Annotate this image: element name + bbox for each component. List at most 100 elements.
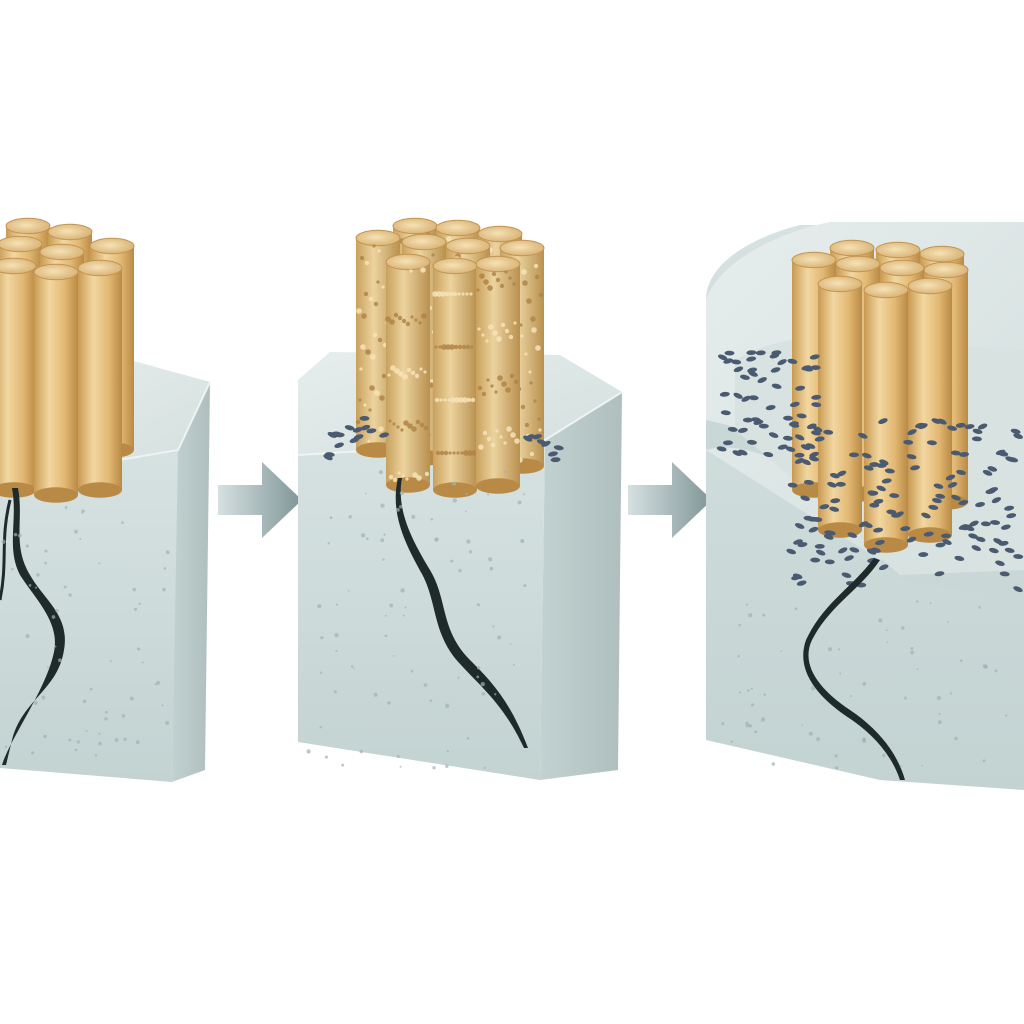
particle <box>869 502 880 508</box>
particle <box>812 517 823 522</box>
particle <box>719 391 730 397</box>
particle <box>990 520 1001 525</box>
particle <box>771 383 782 389</box>
particle <box>323 454 333 461</box>
particle <box>884 468 895 474</box>
particle <box>903 439 914 445</box>
particle <box>863 465 874 471</box>
concrete-pore <box>492 625 495 628</box>
concrete-pore <box>162 587 166 592</box>
particle <box>796 580 807 586</box>
concrete-pore <box>123 737 127 741</box>
particle <box>942 539 952 545</box>
particle <box>765 405 776 411</box>
concrete-pore <box>763 693 766 696</box>
particle <box>720 410 731 416</box>
particle <box>836 470 847 477</box>
concrete-pore <box>1005 714 1008 717</box>
particle <box>541 440 551 447</box>
concrete-pore <box>780 650 783 653</box>
concrete-pore <box>450 559 454 563</box>
concrete-pore <box>900 764 903 767</box>
particle <box>947 425 957 431</box>
concrete-pore <box>395 507 400 512</box>
concrete-pore <box>746 689 750 692</box>
particle <box>737 427 748 433</box>
concrete-pore <box>54 645 57 648</box>
particle <box>748 395 759 401</box>
particle <box>866 548 877 555</box>
particles-2 <box>323 416 564 463</box>
concrete-pore <box>748 613 753 618</box>
concrete-pore <box>154 683 157 686</box>
particle <box>849 452 860 458</box>
concrete-pore <box>74 529 78 534</box>
particle <box>921 512 931 519</box>
concrete-pore <box>903 696 908 700</box>
concrete-pore <box>916 668 919 671</box>
particle <box>858 521 869 528</box>
particle <box>758 423 769 429</box>
particle <box>810 557 821 563</box>
concrete-pore <box>816 737 821 742</box>
particle <box>359 416 370 421</box>
concrete-pore <box>828 647 833 652</box>
concrete-pore <box>333 690 337 694</box>
particle <box>873 527 884 533</box>
concrete-pore <box>320 636 324 640</box>
concrete-pore <box>938 713 941 716</box>
particle <box>841 572 852 578</box>
concrete-pore <box>960 659 963 662</box>
block-1-side-face <box>172 382 210 782</box>
concrete-pore <box>389 603 394 608</box>
panel-2 <box>297 217 623 780</box>
concrete-pore <box>365 537 369 541</box>
concrete-pore <box>104 717 108 721</box>
concrete-pore <box>74 748 78 752</box>
concrete-pore <box>878 618 883 623</box>
concrete-pore <box>402 614 405 617</box>
concrete-pore <box>466 539 471 544</box>
concrete-pore <box>445 764 449 768</box>
particle <box>785 446 796 452</box>
concrete-pore <box>13 532 18 537</box>
concrete-pore <box>350 665 354 668</box>
particle <box>755 350 766 356</box>
concrete-pore <box>937 720 942 725</box>
concrete-pore <box>135 740 140 744</box>
concrete-pore <box>458 569 462 573</box>
particle <box>525 434 535 441</box>
concrete-pore <box>85 730 88 732</box>
concrete-pore <box>444 703 450 708</box>
concrete-pore <box>94 754 98 757</box>
concrete-pore <box>410 669 414 673</box>
particle <box>971 436 982 442</box>
particle <box>991 497 1002 504</box>
particle <box>935 493 946 499</box>
block-1-front-face <box>0 450 178 782</box>
concrete-pore <box>929 602 932 605</box>
concrete-pore <box>137 648 141 651</box>
particle <box>809 451 819 458</box>
fiber-rod <box>385 253 431 493</box>
particle <box>794 434 805 441</box>
concrete-pore <box>910 647 914 650</box>
fiber-rod <box>33 263 79 503</box>
particle <box>969 520 979 527</box>
concrete-pore <box>319 671 323 674</box>
concrete-pore <box>380 503 385 508</box>
concrete-pore <box>771 762 776 766</box>
particle <box>553 445 564 451</box>
particle <box>906 536 917 543</box>
concrete-pore <box>11 567 14 571</box>
particle <box>808 526 819 533</box>
concrete-pore <box>129 696 134 701</box>
concrete-pore <box>750 703 755 707</box>
particle <box>733 392 743 399</box>
concrete-pore <box>808 731 813 736</box>
particle <box>968 533 979 539</box>
particle <box>999 571 1010 577</box>
concrete-pore <box>43 734 47 739</box>
particle <box>796 413 807 419</box>
